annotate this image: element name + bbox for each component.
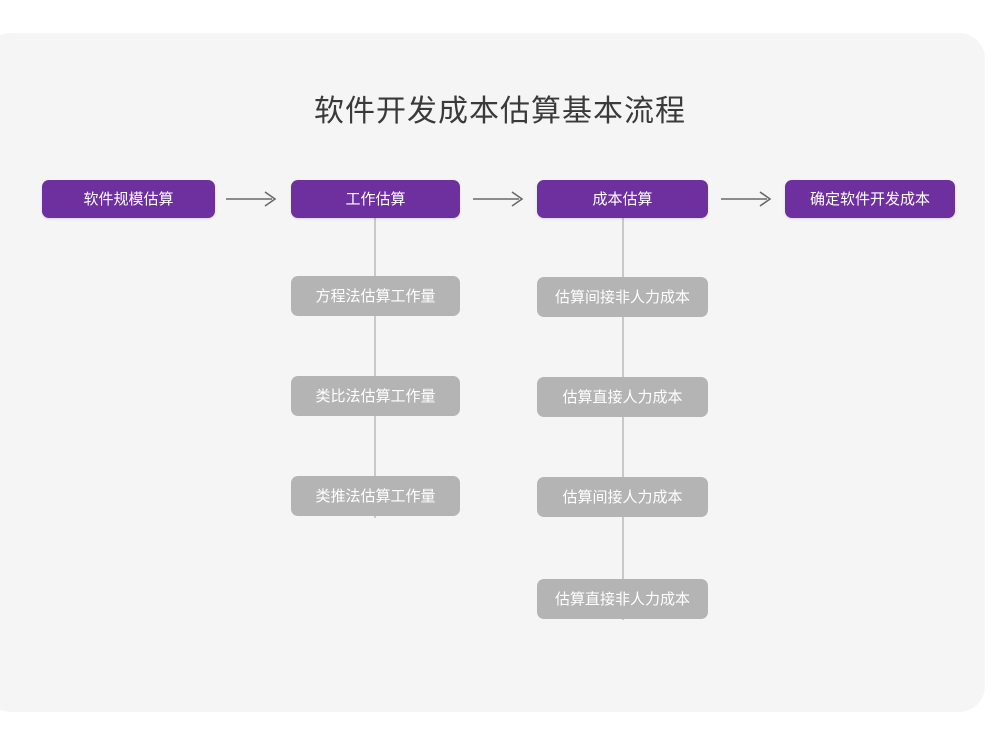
stage-box-work-estimation[interactable]: 工作估算 bbox=[291, 180, 460, 218]
connector-line-column-2 bbox=[374, 208, 376, 518]
sub-box-column3-item-1[interactable]: 估算间接非人力成本 bbox=[537, 277, 708, 317]
arrow-right-icon-3 bbox=[719, 188, 775, 210]
arrow-right-icon-2 bbox=[471, 188, 527, 210]
sub-box-column3-item-2[interactable]: 估算直接人力成本 bbox=[537, 377, 708, 417]
stage-box-cost-estimation[interactable]: 成本估算 bbox=[537, 180, 708, 218]
sub-box-column3-item-4[interactable]: 估算直接非人力成本 bbox=[537, 579, 708, 619]
page-title: 软件开发成本估算基本流程 bbox=[314, 94, 686, 129]
sub-box-column3-item-3[interactable]: 估算间接人力成本 bbox=[537, 477, 708, 517]
arrow-right-icon-1 bbox=[224, 188, 280, 210]
sub-box-column2-item-1[interactable]: 方程法估算工作量 bbox=[291, 276, 460, 316]
sub-box-column2-item-2[interactable]: 类比法估算工作量 bbox=[291, 376, 460, 416]
stage-box-determine-development-cost[interactable]: 确定软件开发成本 bbox=[785, 180, 955, 218]
stage-box-software-scale-estimation[interactable]: 软件规模估算 bbox=[42, 180, 215, 218]
diagram-card-panel bbox=[0, 33, 985, 712]
sub-box-column2-item-3[interactable]: 类推法估算工作量 bbox=[291, 476, 460, 516]
